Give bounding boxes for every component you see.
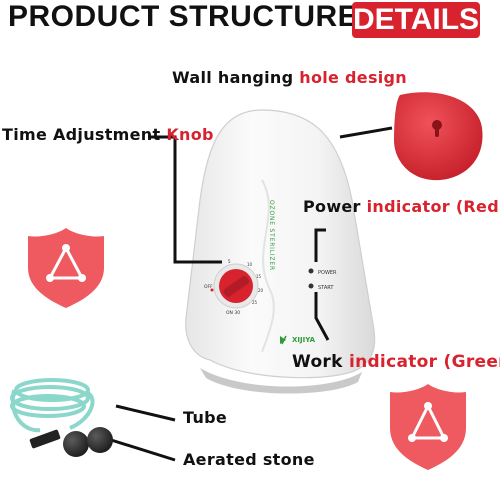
time-label-accent: Knob	[166, 125, 214, 144]
time-label-main: Time Adjustment	[2, 125, 167, 144]
brand-text: XIJIYA	[292, 336, 316, 344]
dial-tick: 5	[228, 259, 231, 264]
power-label-accent: indicator (Red)	[366, 197, 500, 216]
dial-on: ON 30	[226, 310, 240, 316]
warning-shield-icon-left	[28, 228, 104, 308]
wall-hanging-cap	[394, 92, 483, 181]
start-led	[308, 283, 314, 289]
dial-off: OFF	[204, 284, 213, 290]
air-tube	[10, 378, 95, 433]
start-indicator-text: START	[318, 285, 334, 291]
aerated-stone-label: Aerated stone	[183, 450, 315, 469]
dial-tick: 15	[256, 274, 262, 279]
details-badge: DETAILS	[352, 2, 480, 38]
power-label-main: Power	[303, 197, 367, 216]
dial-tick: 20	[258, 288, 264, 293]
work-label-accent: indicator (Green)	[348, 352, 500, 372]
device-body	[185, 109, 376, 394]
brand-logo-icon	[280, 335, 287, 345]
power-led	[308, 268, 314, 274]
work-indicator-label: Work indicator (Green)	[292, 352, 500, 372]
time-adjustment-label: Time Adjustment Knob	[2, 125, 214, 144]
wall-label-main: Wall hanging	[172, 68, 300, 87]
power-indicator-text: POWER	[318, 270, 337, 276]
dial-tick: 10	[247, 262, 253, 267]
aerated-stone	[29, 427, 113, 457]
wall-label-accent: hole design	[299, 68, 407, 87]
page-title: PRODUCT STRUCTURE	[8, 0, 359, 33]
dial-tick: 25	[252, 300, 258, 305]
time-knob-dial	[210, 263, 259, 309]
work-label-main: Work	[292, 352, 349, 372]
vertical-device-text: OZONE STERILIZER	[268, 200, 275, 271]
wall-hanging-label: Wall hanging hole design	[172, 68, 407, 87]
power-indicator-label: Power indicator (Red)	[303, 197, 500, 216]
warning-shield-icon-right	[390, 384, 466, 470]
tube-label: Tube	[183, 408, 228, 427]
